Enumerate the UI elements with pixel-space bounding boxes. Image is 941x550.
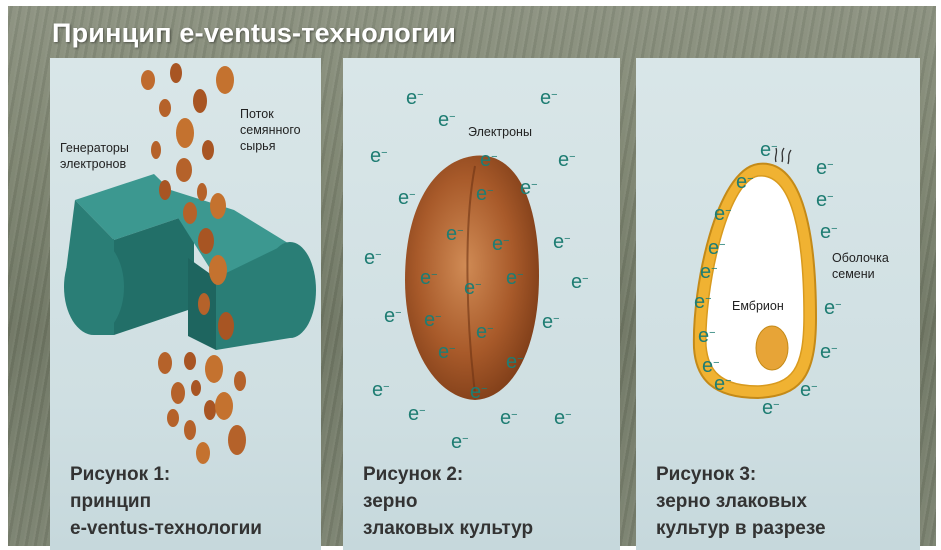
electron-symbol: e− [370,146,388,166]
electron-symbol: e− [506,268,524,288]
electron-symbol: e− [464,278,482,298]
electron-symbol: e− [542,312,560,332]
electron-symbol: e− [824,298,842,318]
caption-3-line-1: Рисунок 3: [656,461,826,488]
electron-symbol: e− [500,408,518,428]
electron-symbol: e− [760,140,778,160]
electron-symbol: e− [470,382,488,402]
grain-icon [343,58,620,468]
caption-1-line-2: принцип [70,488,262,515]
caption-2-line-3: злаковых культур [363,515,533,542]
label-generators: Генераторы электронов [60,140,150,172]
label-electrons: Электроны [468,124,532,140]
electron-symbol: e− [700,262,718,282]
electron-symbol: e− [438,110,456,130]
electron-symbol: e− [714,204,732,224]
electron-symbol: e− [506,352,524,372]
panel-figure-1: Генераторы электронов Поток семянного сы… [50,58,321,550]
caption-2-line-1: Рисунок 2: [363,461,533,488]
electron-symbol: e− [446,224,464,244]
slide: Принцип e-ventus-технологии [8,6,936,546]
electron-symbol: e− [558,150,576,170]
label-seed-shell: Оболочка семени [832,250,908,282]
electron-symbol: e− [762,398,780,418]
electron-symbol: e− [800,380,818,400]
electron-symbol: e− [571,272,589,292]
electron-symbol: e− [520,178,538,198]
electron-symbol: e− [820,222,838,242]
electron-symbol: e− [816,158,834,178]
electron-symbol: e− [364,248,382,268]
caption-1-line-1: Рисунок 1: [70,461,262,488]
electron-symbol: e− [553,232,571,252]
electron-symbol: e− [372,380,390,400]
caption-figure-1: Рисунок 1: принцип e-ventus-технологии [70,461,262,542]
electron-symbol: e− [736,172,754,192]
electron-symbol: e− [384,306,402,326]
caption-3-line-3: культур в разрезе [656,515,826,542]
electron-symbol: e− [480,150,498,170]
electron-symbol: e− [714,374,732,394]
electron-symbol: e− [540,88,558,108]
panel-figure-3: Оболочка семени Ембрион Рисунок 3: зерно… [636,58,920,550]
electron-symbol: e− [476,322,494,342]
label-seed-stream: Поток семянного сырья [240,106,318,154]
electron-symbol: e− [438,342,456,362]
electron-symbol: e− [554,408,572,428]
electron-symbol: e− [476,184,494,204]
electron-symbol: e− [694,292,712,312]
caption-figure-3: Рисунок 3: зерно злаковых культур в разр… [656,461,826,542]
electron-symbol: e− [492,234,510,254]
electron-symbol: e− [408,404,426,424]
electron-symbol: e− [698,326,716,346]
label-embryo: Ембрион [732,298,784,314]
caption-figure-2: Рисунок 2: зерно злаковых культур [363,461,533,542]
electron-symbol: e− [451,432,469,452]
caption-3-line-2: зерно злаковых [656,488,826,515]
electron-symbol: e− [420,268,438,288]
panel-figure-2: Электроны Рисунок 2: зерно злаковых куль… [343,58,620,550]
electron-symbol: e− [406,88,424,108]
caption-1-line-3: e-ventus-технологии [70,515,262,542]
electron-symbol: e− [708,238,726,258]
slide-title: Принцип e-ventus-технологии [52,18,456,49]
electron-symbol: e− [816,190,834,210]
electron-symbol: e− [820,342,838,362]
electron-symbol: e− [398,188,416,208]
electron-symbol: e− [424,310,442,330]
caption-2-line-2: зерно [363,488,533,515]
